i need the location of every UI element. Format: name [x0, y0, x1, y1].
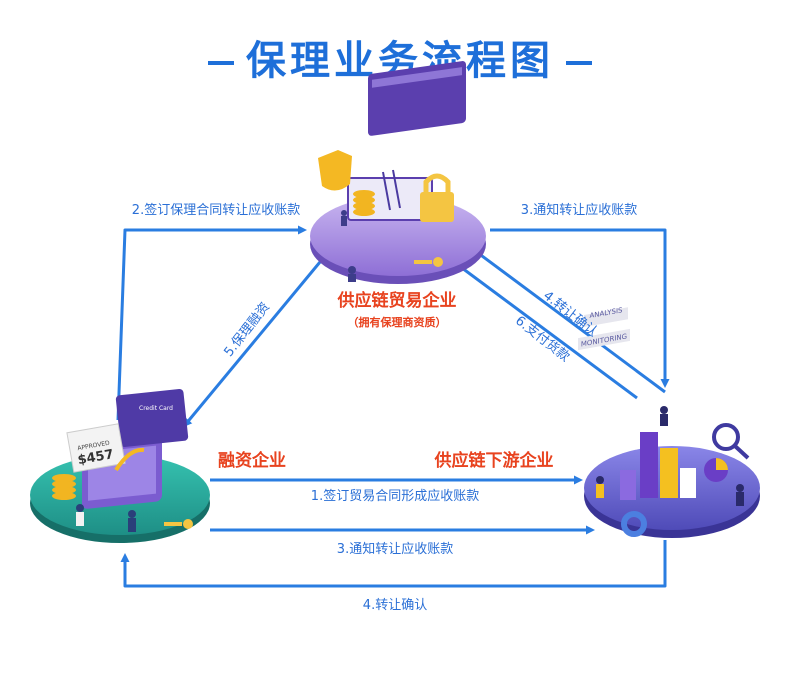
edge-4b-arrow: [120, 540, 667, 588]
node-top-illustration: Credit Card: [310, 61, 486, 284]
edge-5-arrow: [183, 261, 322, 428]
title-dash-left: [208, 61, 234, 65]
edge-3a-arrow: [490, 228, 670, 388]
edge-1-label: 1.签订贸易合同形成应收账款: [311, 488, 479, 504]
edge-4b-label: 4.转让确认: [363, 598, 427, 613]
edge-6-arrow: [455, 263, 638, 400]
left-card-text: Credit Card: [139, 405, 173, 412]
edge-6-label: 6.支付货款: [512, 313, 573, 365]
edge-3b-label: 3.通知转让应收账款: [337, 541, 453, 557]
top-card-text: Credit Card: [397, 152, 437, 160]
edge-2-arrow: [116, 225, 307, 421]
node-top-name: 供应链贸易企业: [337, 290, 457, 311]
node-right-name: 供应链下游企业: [434, 450, 554, 471]
receipt-amount: $457: [77, 447, 115, 468]
edge-2-label: 2.签订保理合同转让应收账款: [132, 202, 300, 218]
edge-4a-arrow: [471, 248, 666, 394]
node-left-illustration: Credit Card APPROVED $457: [30, 388, 210, 543]
node-left-name: 融资企业: [218, 450, 286, 471]
node-top-note: （拥有保理商资质）: [348, 315, 447, 329]
title-dash-right: [566, 61, 592, 65]
edge-3a-label: 3.通知转让应收账款: [521, 202, 637, 218]
node-right-illustration: ANALYSIS MONITORING: [578, 305, 760, 538]
